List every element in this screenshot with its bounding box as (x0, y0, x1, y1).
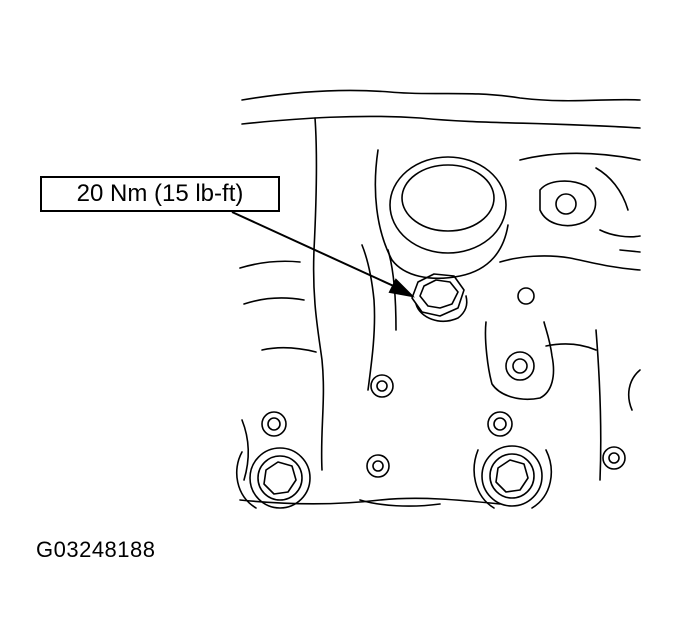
lower-right-curve (627, 369, 641, 411)
boss-lower-left (366, 454, 390, 478)
housing-top-edge (241, 89, 641, 102)
lower-block-right (484, 321, 555, 400)
flange-hole-right (555, 193, 577, 215)
large-bolt-left-ring (257, 455, 303, 501)
callout-leader (231, 211, 415, 298)
large-bolt-center-ring (489, 453, 535, 499)
rib-left (361, 244, 376, 391)
housing-bottom-edge (239, 497, 501, 505)
boss-mid-left (261, 411, 287, 437)
boss-mid-left-inner (267, 417, 281, 431)
casting-left-lower (261, 347, 317, 353)
casting-left-wing-2 (243, 297, 305, 305)
lower-block-edge (545, 343, 597, 351)
housing-top-inner-edge (241, 115, 641, 129)
hex-bolt (411, 273, 465, 317)
torque-label: 20 Nm (15 lb-ft) (76, 180, 244, 207)
torque-callout: 20 Nm (15 lb-ft) (40, 176, 280, 212)
bore-boss-outline (374, 149, 509, 280)
casting-left-wing (239, 260, 301, 269)
large-bolt-center-outer (481, 445, 543, 507)
large-bolt-center-flange (473, 449, 495, 509)
housing-right-flange (539, 180, 597, 227)
boss-mid-center (487, 411, 513, 437)
boss-upper-left-inner (376, 380, 388, 392)
boss-mid-center-inner (493, 417, 507, 431)
hex-bolt-inner (419, 279, 459, 309)
large-bolt-left-hex (263, 461, 297, 495)
bolt-washer (415, 295, 468, 322)
boss-lower-right (602, 446, 626, 470)
housing-right-lower (499, 255, 641, 271)
figure-id-label: G03248188 (36, 537, 156, 562)
boss-lower-left-inner (372, 460, 384, 472)
housing-left-cut (241, 419, 250, 481)
casting-left-contour (312, 117, 325, 471)
housing-right-contour (519, 152, 641, 161)
large-bolt-left-flange (235, 451, 257, 509)
housing-right-rib (595, 167, 629, 211)
small-boss (517, 287, 535, 305)
boss-upper-left (370, 374, 394, 398)
housing-right-edge (599, 229, 641, 238)
large-bolt-center-hex (495, 459, 529, 493)
lower-block-hole (505, 351, 535, 381)
leader-arrowhead (388, 278, 415, 298)
lower-right-rib (595, 329, 602, 481)
boss-lower-right-inner (608, 452, 620, 464)
large-bore-inner (401, 164, 495, 232)
housing-bottom-lower (359, 499, 441, 507)
lower-block-hole-inner (512, 358, 528, 374)
large-bore-outer (389, 156, 507, 254)
housing-right-edge-2 (619, 249, 641, 253)
large-bolt-center-flange-right (531, 449, 553, 509)
large-bolt-left-outer (249, 447, 311, 509)
